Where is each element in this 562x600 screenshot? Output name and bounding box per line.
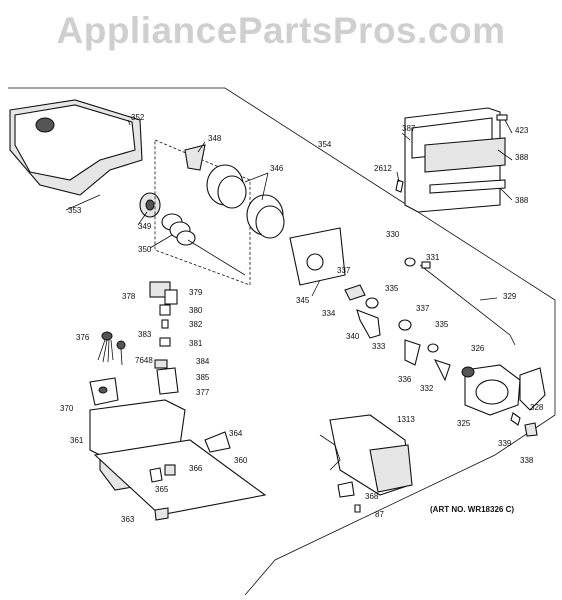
solenoid-assembly [149,281,179,395]
callout-335: 335 [385,284,399,293]
part-368 [337,481,355,498]
dispenser-motor-370 [89,377,119,406]
callout-385: 385 [196,373,210,382]
callout-346: 346 [270,164,284,173]
callout-332: 332 [420,384,434,393]
callout-383: 383 [138,330,152,339]
screw-2612 [395,179,404,193]
callout-338: 338 [520,456,534,465]
callout-360: 360 [234,456,248,465]
callout-423: 423 [515,126,529,135]
callout-365: 365 [155,485,169,494]
callout-337: 337 [416,304,430,313]
ice-bucket [9,99,143,196]
callout-378: 378 [122,292,136,301]
callout-376: 376 [76,333,90,342]
callout-labels: 352 348 346 354 387 423 388 2612 388 353 349 350 330… [60,113,544,524]
part-339 [510,412,521,426]
callout-329: 329 [503,292,517,301]
callout-366: 366 [189,464,203,473]
dispenser-door [404,107,506,213]
part-338 [524,422,538,437]
callout-354: 354 [318,140,332,149]
callout-348: 348 [208,134,222,143]
callout-352: 352 [131,113,145,122]
callout-388: 388 [515,153,529,162]
callout-353: 353 [68,206,82,215]
callout-382: 382 [189,320,203,329]
callout-349: 349 [138,222,152,231]
callout-331: 331 [426,253,440,262]
icemaker [319,414,413,496]
callout-87: 87 [375,510,384,519]
callout-1313: 1313 [397,415,415,424]
callout-330: 330 [386,230,400,239]
wire-harness-376 [97,331,126,366]
callout-335: 335 [435,320,449,329]
callout-336: 336 [398,375,412,384]
callout-7648: 7648 [135,356,153,365]
callout-326: 326 [471,344,485,353]
callout-339: 339 [498,439,512,448]
callout-363: 363 [121,515,135,524]
callout-380: 380 [189,306,203,315]
actuator-rod [419,264,516,346]
callout-328: 328 [530,403,544,412]
watermark: AppliancePartsPros.com [56,10,506,51]
leader-lines [65,119,513,301]
part-365 [149,467,163,483]
crusher-group-box [154,139,251,286]
callout-345: 345 [296,296,310,305]
callout-364: 364 [229,429,243,438]
part-366 [164,464,176,476]
callout-2612: 2612 [374,164,392,173]
callout-368: 368 [365,492,379,501]
base-plate [93,439,267,516]
callout-387: 387 [402,124,416,133]
crusher-drums [206,164,285,239]
screw-87 [354,504,361,513]
callout-334: 334 [322,309,336,318]
linkage-parts [344,284,451,382]
callout-370: 370 [60,404,74,413]
callout-381: 381 [189,339,203,348]
part-364 [204,431,231,453]
small-clip-423 [496,114,508,121]
cabinet-outline [8,87,556,596]
callout-379: 379 [189,288,203,297]
callout-340: 340 [346,332,360,341]
callout-388: 388 [515,196,529,205]
callout-337: 337 [337,266,351,275]
callout-350: 350 [138,245,152,254]
callout-377: 377 [196,388,210,397]
callout-333: 333 [372,342,386,351]
callout-325: 325 [457,419,471,428]
callout-361: 361 [70,436,84,445]
callout-384: 384 [196,357,210,366]
art-number: (ART NO. WR18326 C) [430,505,515,514]
part-363 [154,507,169,521]
auger-motor [461,364,546,416]
crusher-blade [184,144,206,171]
